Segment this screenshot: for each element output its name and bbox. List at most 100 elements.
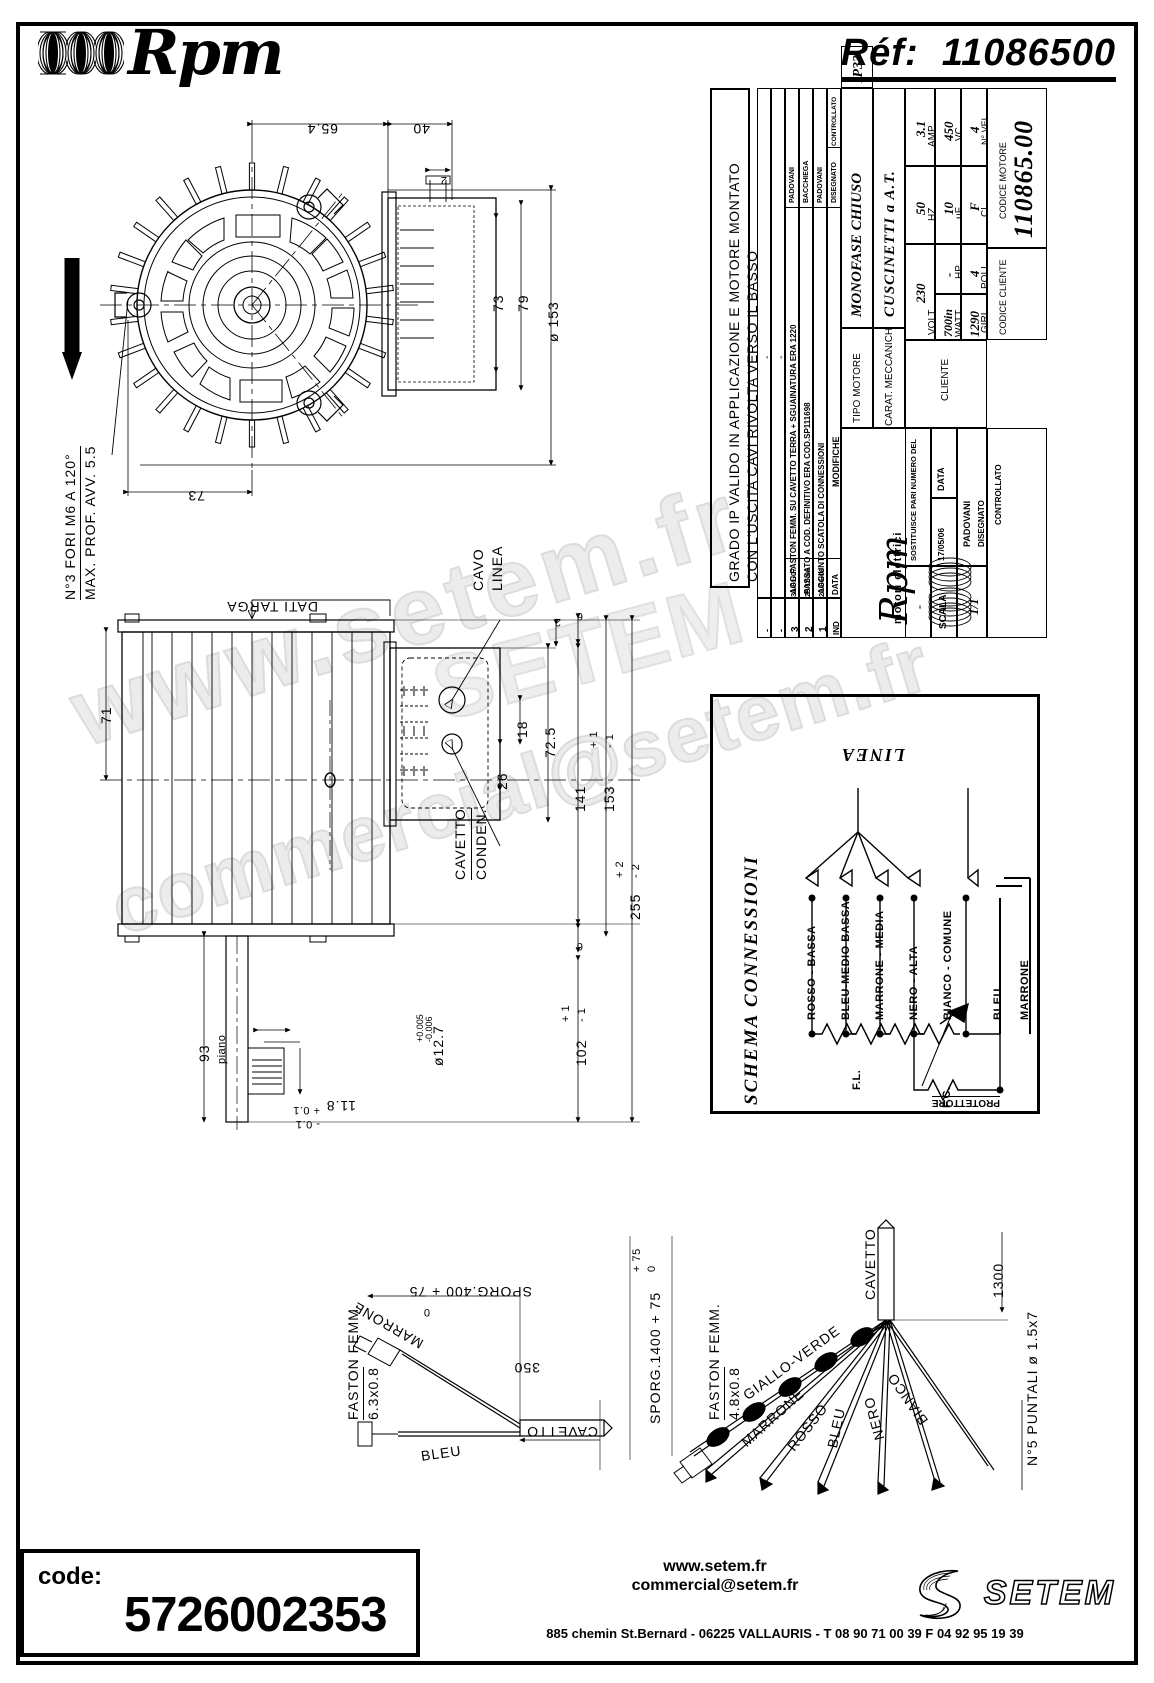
ip-grade-cell: IP33 xyxy=(841,46,873,88)
website-link[interactable]: www.setem.fr xyxy=(663,1558,767,1575)
cable-right-sporg: SPORG.1400 + 75 xyxy=(647,1291,663,1424)
cable-right-faston-1: FASTON FEMM. xyxy=(706,1303,722,1420)
disegnato-cell: PADOVANI DISEGNATO xyxy=(957,428,987,566)
rev-header-data: DATA xyxy=(827,558,841,598)
dim-255: 255 xyxy=(627,893,643,920)
dim-153: 153 xyxy=(601,785,617,812)
dim-255-tol-minus: - 2 xyxy=(630,863,642,878)
giri-label: GIRI xyxy=(980,312,987,333)
volt-cell: 230 VOLT xyxy=(905,244,935,340)
cable-right-faston-2: 4.8x0.8 xyxy=(724,1367,742,1420)
email-link[interactable]: commercial@setem.fr xyxy=(631,1577,799,1594)
vc-cell: 450 VC xyxy=(935,88,961,166)
carat-label-cell: CARAT. MECCANICHE xyxy=(873,328,905,428)
cavo-label: CAVO xyxy=(470,548,486,591)
scala-value-cell: 1/1 xyxy=(957,566,987,638)
schema-cap-marrone: MARRONE xyxy=(1019,959,1031,1020)
uf-label: µF xyxy=(954,207,961,219)
page-border xyxy=(16,22,1138,1665)
reference-text: Réf: 11086500 xyxy=(840,32,1116,82)
controllato-cell: CONTROLLATO xyxy=(987,428,1047,638)
carat-value: CUSCINETTI a A.T. xyxy=(882,170,898,317)
dim-141: 141 xyxy=(572,785,588,812)
cable-right-sporg-tolp: + 75 xyxy=(631,1248,643,1272)
tipo-motore-cell: MONOFASE CHIUSO xyxy=(841,88,873,328)
shaft-tol-minus: -0.006 xyxy=(424,1016,434,1042)
dim-6-top: 6 xyxy=(576,610,583,622)
titleblock-coil-icon xyxy=(928,557,972,627)
cable-right-puntali: N°5 PUNTALI ø 1.5x7 xyxy=(1024,1310,1040,1466)
dim-153-tol-plus: + 1 xyxy=(588,730,600,748)
rev-1-ind: 1 xyxy=(813,598,827,638)
codice-motore-value: 110865.00 xyxy=(1009,119,1038,238)
contact-box: www.setem.fr commercial@setem.fr 885 che… xyxy=(420,1549,1134,1657)
flat-tol-minus: - 0.1 xyxy=(295,1118,320,1130)
dati-targa-label: DATI TARGA xyxy=(226,599,318,615)
dim-73-bottom: 73 xyxy=(187,488,205,504)
rev-2-disegnato: BACCHIEGA xyxy=(799,88,813,208)
cable-left-cavetto: CAVETTO xyxy=(526,1424,598,1440)
sostituisce-cell: SOSTITUISCE PARI NUMERO DEL xyxy=(905,428,931,566)
address-line: 885 chemin St.Bernard - 06225 VALLAURIS … xyxy=(546,1626,1024,1641)
disegnato-label: DISEGNATO xyxy=(977,500,986,547)
coil-stack-icon xyxy=(38,30,124,76)
cable-right-sporg-tol0: 0 xyxy=(646,1265,658,1272)
dim-2-side: 2 xyxy=(554,616,561,628)
rev-row-blank-1: - xyxy=(757,88,771,598)
hole-note-line1: N°3 FORI M6 A 120° xyxy=(62,453,78,600)
dim-102: 102 xyxy=(573,1039,589,1066)
volt-label: VOLT xyxy=(927,309,935,335)
watt-label: WATT xyxy=(954,309,961,337)
schema-cap-bleu: BLEU xyxy=(992,988,1004,1020)
linea-label-schema: LINEA xyxy=(839,745,905,765)
footer: code: 5726002353 www.setem.fr commercial… xyxy=(20,1549,1134,1657)
cable-left-faston-2: 6.3x0.8 xyxy=(363,1367,381,1420)
hp-cell: - HP xyxy=(935,244,961,294)
dim-65-4: 65.4 xyxy=(306,121,338,137)
nvel-cell: 4 N° VEL. xyxy=(961,88,987,166)
controllato-label: CONTROLLATO xyxy=(994,464,1003,525)
cable-left-sporg: SPORG.400 + 75 xyxy=(408,1284,532,1300)
cable-right-1300: 1300 xyxy=(990,1262,1006,1298)
hole-note-line2: MAX. PROF. AVV. 5.5 xyxy=(80,445,98,600)
flat-tol-plus: + 0.1 xyxy=(292,1104,320,1116)
sostituisce-value-cell: - xyxy=(905,566,931,638)
codice-cliente-cell: CODICE CLIENTE xyxy=(987,248,1047,340)
schema-connessioni-box: SCHEMA CONNESSIONI xyxy=(710,694,1040,1114)
carat-value-cell: CUSCINETTI a A.T. xyxy=(873,88,905,328)
rev-1-disegnato: PADOVANI xyxy=(813,88,827,208)
amp-cell: 3.1 AMP. xyxy=(905,88,935,166)
disegnato-value: PADOVANI xyxy=(962,500,972,547)
scala-value: 1/1 xyxy=(966,598,981,615)
data-value: 17/05/06 xyxy=(936,527,946,561)
poli-label: POLI xyxy=(980,266,987,289)
conden-label: CONDEN. xyxy=(471,808,489,880)
codice-cliente-label: CODICE CLIENTE xyxy=(998,259,1008,335)
setem-logo: SETEM xyxy=(900,1563,1116,1623)
cable-left-350: 350 xyxy=(513,1360,540,1376)
schema-wire-nero: NERO - ALTA xyxy=(908,945,920,1020)
dim-153-tol-minus: - 1 xyxy=(604,733,616,748)
rev-1-data: 20/06/06 xyxy=(813,558,827,598)
dim-40: 40 xyxy=(412,121,430,137)
code-box: code: 5726002353 xyxy=(20,1549,420,1657)
linea-label: LINEA xyxy=(489,545,505,591)
schema-protettore-label: PROTETTORE xyxy=(931,1096,1000,1108)
code-label: code: xyxy=(38,1563,103,1590)
dim-102-tol-plus: + 1 xyxy=(560,1004,572,1022)
cavetto-label: CAVETTO xyxy=(452,808,468,880)
dim-93: 93 xyxy=(196,1044,212,1062)
rpm-wordmark: Rpm xyxy=(128,16,284,89)
tipo-motore-value: MONOFASE CHIUSO xyxy=(849,172,865,317)
rev-ind-blank-2: - xyxy=(771,598,785,638)
dim-26: 26 xyxy=(494,772,510,790)
rev-2-ind: 2 xyxy=(799,598,813,638)
setem-swoosh-icon xyxy=(919,1569,961,1620)
dim-6-bottom: 6 xyxy=(576,940,583,952)
sostituisce-value: - xyxy=(912,605,926,609)
schema-wire-bleu-medio: BLEU-MEDIO BASSA xyxy=(840,900,852,1020)
data-value-cell: 17/05/06 xyxy=(931,498,957,566)
scala-cell: SCALA xyxy=(931,566,957,638)
cl-cell: F CL. xyxy=(961,166,987,244)
